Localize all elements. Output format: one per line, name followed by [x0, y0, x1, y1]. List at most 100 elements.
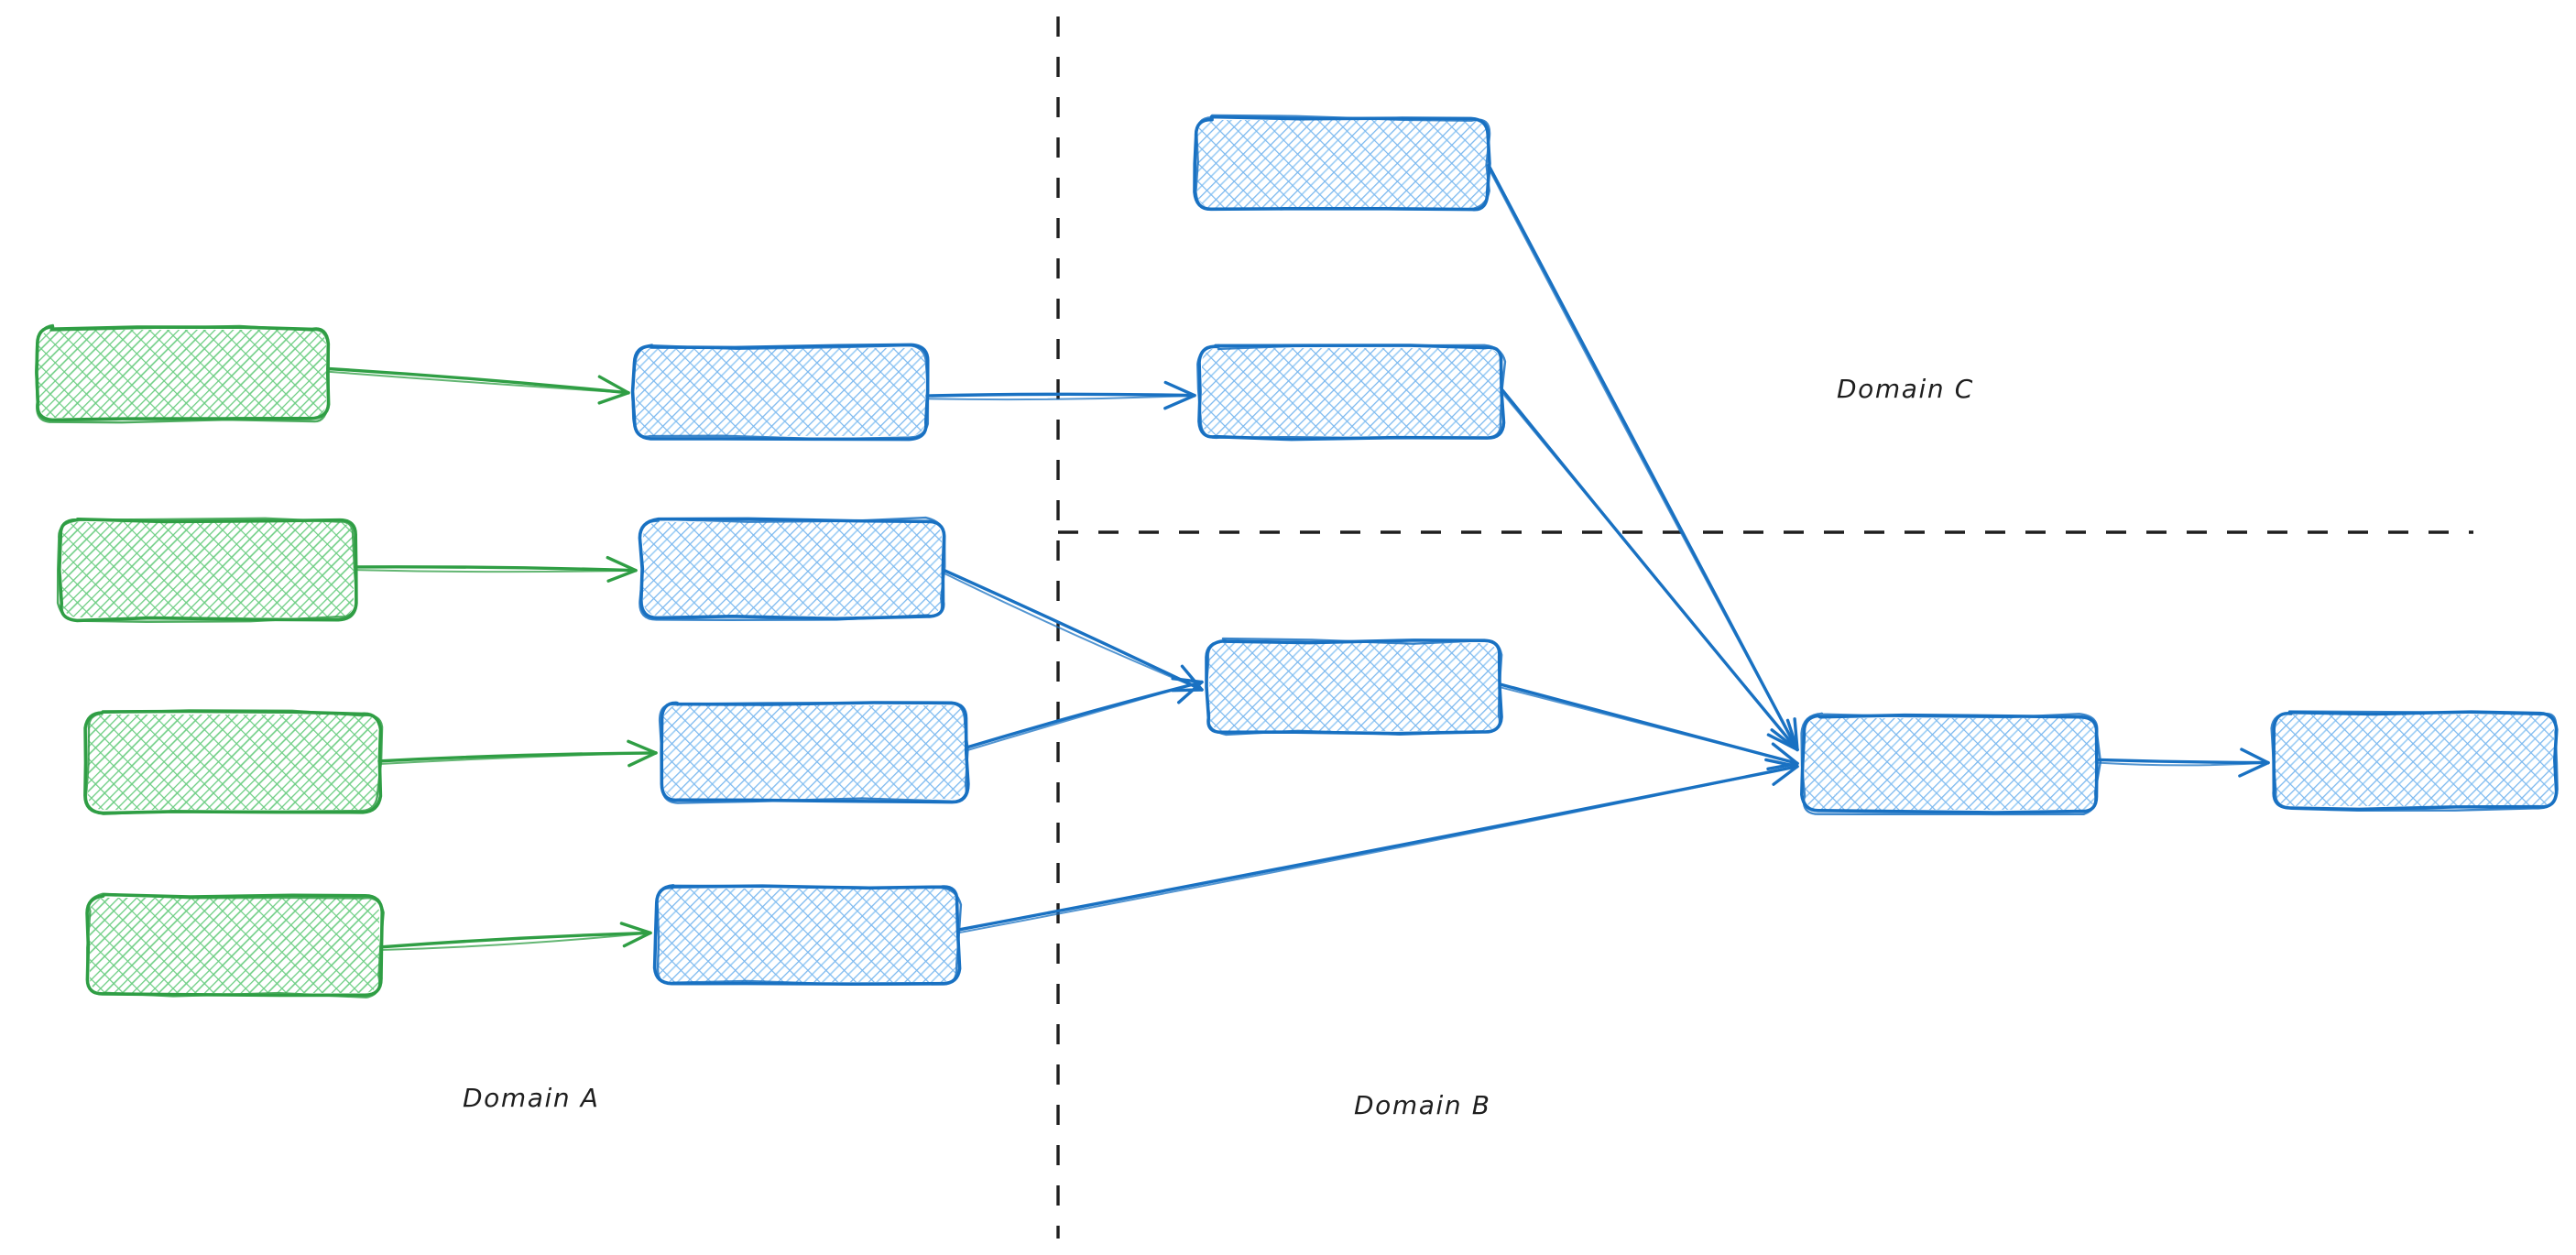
node-fill: [62, 522, 354, 617]
edge-arrowhead: [1766, 761, 1799, 770]
node-b1[interactable]: [630, 343, 930, 442]
edge-shaft: [956, 765, 1799, 932]
edge-c2-to-d1: [1501, 388, 1799, 752]
edge-shaft: [925, 392, 1196, 398]
edge-arrowhead: [1163, 380, 1196, 398]
edge-arrowhead: [2238, 760, 2270, 778]
nodes-layer: [35, 114, 2559, 999]
domain-a-label: Domain A: [463, 1083, 600, 1113]
node-a4[interactable]: [85, 892, 385, 999]
edge-b1-to-c2: [925, 380, 1196, 410]
node-d1[interactable]: [1800, 712, 2102, 816]
node-a2[interactable]: [56, 517, 358, 623]
node-fill: [658, 889, 956, 982]
edge-shaft: [1500, 686, 1798, 765]
node-outline: [656, 884, 963, 987]
edge-arrowhead: [622, 931, 652, 948]
edge-a3-to-b3: [377, 739, 658, 768]
node-a3[interactable]: [83, 709, 384, 815]
node-fill: [1209, 643, 1499, 731]
node-fill: [643, 522, 942, 616]
edge-arrowhead: [597, 391, 630, 405]
edge-shaft: [327, 370, 629, 394]
node-b3[interactable]: [658, 701, 970, 804]
edge-arrowhead: [606, 569, 638, 583]
edge-shaft: [326, 366, 630, 395]
edge-shaft: [2097, 761, 2269, 767]
edge-arrowhead: [606, 556, 638, 573]
node-outline: [631, 344, 930, 441]
node-outline: [660, 701, 970, 804]
edge-shaft: [378, 751, 657, 765]
node-fill: [1197, 120, 1487, 208]
node-outline: [86, 892, 385, 999]
edge-arrowhead: [619, 922, 652, 935]
node-fill: [90, 898, 379, 993]
node-b2[interactable]: [638, 516, 946, 622]
edge-shaft: [2096, 758, 2270, 765]
edge-arrowhead: [1171, 677, 1204, 684]
edge-a2-to-b2: [354, 556, 638, 583]
domain-b-label: Domain B: [1354, 1090, 1491, 1120]
edge-c3-to-d1: [1499, 682, 1799, 770]
edge-shaft: [943, 572, 1203, 691]
node-outline: [2270, 710, 2559, 812]
node-outline: [1196, 344, 1507, 440]
edge-arrowhead: [1771, 742, 1799, 766]
edge-arrowhead: [628, 751, 658, 768]
node-fill: [663, 705, 966, 799]
edge-arrowhead: [1766, 733, 1799, 752]
edge-a4-to-b4: [379, 922, 652, 951]
node-outline: [1800, 713, 2099, 814]
edge-arrowhead: [1163, 394, 1196, 410]
edge-d1-to-e1: [2096, 748, 2270, 778]
node-c2[interactable]: [1196, 344, 1507, 442]
node-fill: [1202, 348, 1501, 436]
node-fill: [636, 348, 925, 436]
edge-shaft: [1487, 163, 1799, 752]
node-a1[interactable]: [35, 323, 331, 424]
edge-b4-to-d1: [956, 758, 1799, 934]
node-fill: [88, 715, 377, 810]
edge-a1-to-b1: [326, 366, 630, 405]
node-outline: [639, 516, 946, 622]
edge-arrowhead: [597, 375, 630, 395]
edge-shaft: [957, 765, 1798, 934]
edge-shaft: [354, 565, 638, 573]
node-b4[interactable]: [652, 884, 963, 987]
node-outline: [56, 517, 358, 623]
edge-arrowhead: [1772, 765, 1799, 786]
node-fill: [1805, 718, 2096, 810]
edge-shaft: [966, 681, 1203, 751]
node-c3[interactable]: [1205, 637, 1503, 737]
edge-arrowhead: [1177, 680, 1204, 704]
edge-shaft: [355, 569, 637, 573]
edge-shaft: [1488, 167, 1798, 751]
node-c1[interactable]: [1193, 114, 1491, 212]
edge-shaft: [942, 568, 1204, 692]
edge-shaft: [1501, 392, 1798, 751]
edge-b2-to-c3: [942, 568, 1204, 693]
node-e1[interactable]: [2270, 710, 2559, 812]
domain-c-label: Domain C: [1837, 374, 1974, 404]
edge-shaft: [379, 931, 652, 949]
node-fill: [38, 330, 326, 418]
node-outline: [658, 702, 969, 804]
edge-shaft: [926, 394, 1195, 401]
node-outline: [35, 323, 331, 424]
node-outline: [1205, 637, 1503, 737]
node-outline: [1800, 712, 2102, 816]
node-outline: [2272, 710, 2559, 812]
edge-arrowhead: [1785, 718, 1799, 752]
edge-c1-to-d1: [1487, 163, 1799, 752]
edge-arrowhead: [627, 739, 658, 755]
edge-arrowhead: [2240, 748, 2270, 765]
node-outline: [84, 709, 384, 815]
node-outline: [1195, 114, 1491, 211]
edge-b3-to-c3: [966, 677, 1204, 751]
edge-arrowhead: [1171, 688, 1204, 693]
node-fill: [2276, 715, 2554, 806]
edge-shaft: [380, 932, 651, 951]
